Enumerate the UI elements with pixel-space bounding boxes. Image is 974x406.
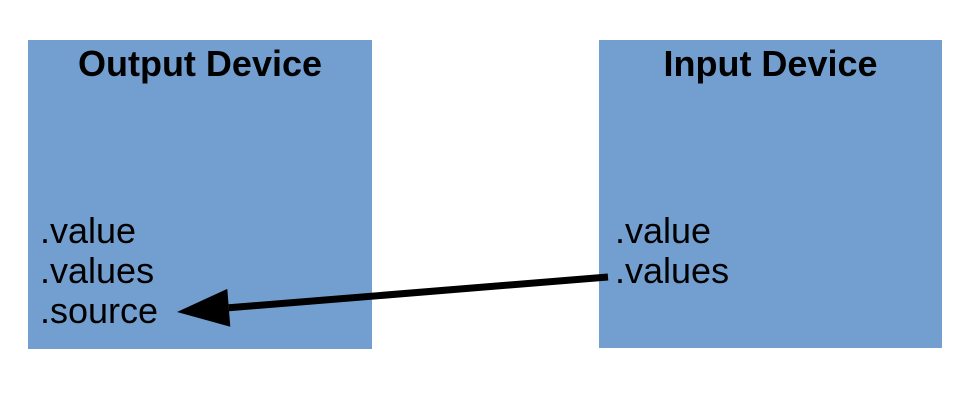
output-property-value: .value [40,210,137,251]
output-property-source: .source [40,290,159,331]
output-property-values: .values [40,250,155,291]
input-device-properties: .value .values [615,211,729,291]
input-property-values: .values [615,250,730,291]
output-device-box: Output Device .value .values .source [28,40,372,349]
input-device-title: Input Device [663,43,878,84]
input-device-box: Input Device .value .values [599,40,942,348]
output-device-properties: .value .values .source [40,211,158,331]
input-property-value: .value [615,210,712,251]
output-device-title: Output Device [77,43,323,84]
